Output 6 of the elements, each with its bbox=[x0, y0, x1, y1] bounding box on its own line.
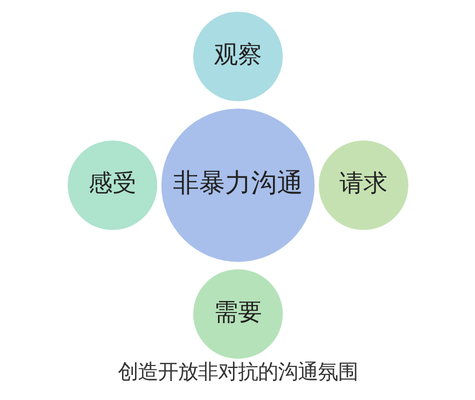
node-circle: 观察 bbox=[192, 12, 282, 102]
node-circle: 非暴力沟通 bbox=[160, 108, 314, 262]
caption: 创造开放非对抗的沟通氛围 bbox=[118, 360, 358, 384]
node-circle: 请求 bbox=[318, 140, 408, 230]
node-circle: 感受 bbox=[67, 140, 157, 230]
node-circle: 需要 bbox=[192, 269, 282, 359]
